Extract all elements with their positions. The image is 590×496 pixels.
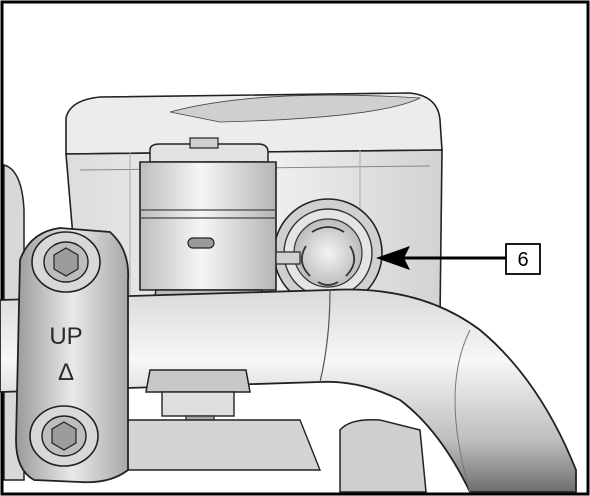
handlebar-tube	[0, 288, 577, 493]
clamp-direction-arrow: Δ	[58, 359, 74, 386]
upper-clamp-bolt	[31, 231, 101, 293]
callout-number: 6	[517, 249, 528, 271]
sight-glass-window	[273, 198, 383, 308]
callout-6: 6	[376, 243, 541, 275]
clamp-up-marking: UP	[49, 323, 82, 350]
reservoir-lid-texture	[169, 94, 422, 123]
callout-arrowhead	[376, 246, 410, 270]
lower-clamp-block	[119, 369, 427, 493]
master-cylinder-piston	[139, 137, 301, 313]
handlebar-clamp: UP Δ	[15, 227, 130, 484]
lower-clamp-bolt	[29, 405, 99, 467]
callout-box	[505, 243, 541, 275]
